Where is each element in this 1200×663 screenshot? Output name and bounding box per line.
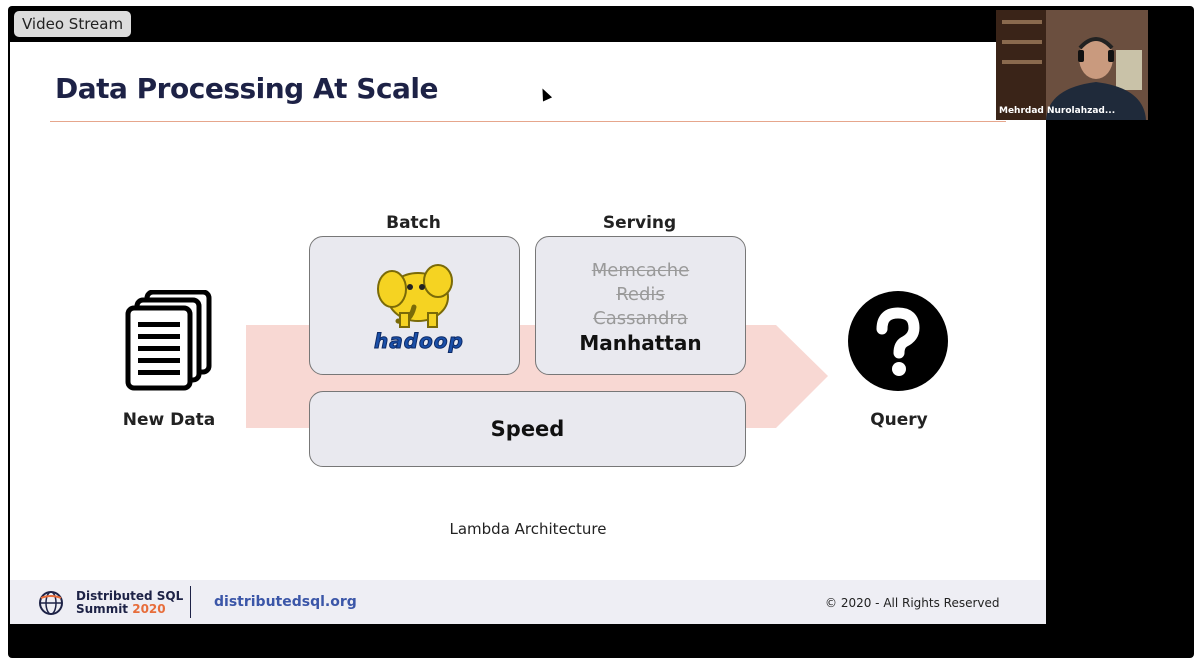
mouse-cursor-icon	[537, 86, 553, 102]
presenter-name: Mehrdad Nurolahzad...	[999, 106, 1116, 116]
summit-logo-text: Distributed SQL Summit 2020	[76, 590, 183, 616]
hadoop-logo-text: hadoop	[374, 329, 464, 354]
summit-year: 2020	[132, 602, 166, 616]
serving-options: Memcache Redis Cassandra Manhattan	[536, 259, 745, 355]
summit-line2: Summit 2020	[76, 602, 166, 616]
batch-label: Batch	[386, 213, 441, 233]
presenter-webcam: Mehrdad Nurolahzad...	[996, 10, 1148, 120]
serving-option-redis: Redis	[616, 284, 665, 305]
video-stream-badge[interactable]: Video Stream	[14, 11, 132, 37]
batch-layer-box: hadoop	[309, 236, 520, 375]
serving-option-cassandra: Cassandra	[593, 308, 688, 329]
webcam-scene	[996, 10, 1148, 120]
question-icon	[848, 291, 948, 396]
serving-layer-box: Memcache Redis Cassandra Manhattan	[535, 236, 746, 375]
title-divider	[50, 121, 1006, 122]
diagram-caption: Lambda Architecture	[449, 520, 607, 538]
slide-footer: Distributed SQL Summit 2020 distributeds…	[10, 580, 1046, 624]
presentation-slide: Data Processing At Scale New Data Batch	[10, 42, 1046, 624]
serving-label: Serving	[602, 213, 677, 233]
serving-option-memcache: Memcache	[591, 260, 690, 281]
summit-line1: Distributed SQL	[76, 589, 184, 603]
footer-copyright: © 2020 - All Rights Reserved	[825, 596, 1000, 610]
serving-option-manhattan: Manhattan	[579, 331, 702, 355]
query-label: Query	[870, 410, 928, 430]
globe-logo-icon	[38, 590, 68, 621]
speed-layer-box: Speed	[309, 391, 746, 467]
footer-url: distributedsql.org	[214, 594, 357, 610]
footer-divider	[190, 586, 191, 618]
hadoop-elephant-icon	[370, 259, 460, 336]
documents-icon	[125, 289, 213, 397]
slide-title: Data Processing At Scale	[55, 72, 439, 105]
video-frame: Video Stream Data Processing At Scale Ne…	[8, 6, 1194, 658]
speed-label: Speed	[490, 417, 565, 441]
new-data-label: New Data	[122, 410, 216, 430]
